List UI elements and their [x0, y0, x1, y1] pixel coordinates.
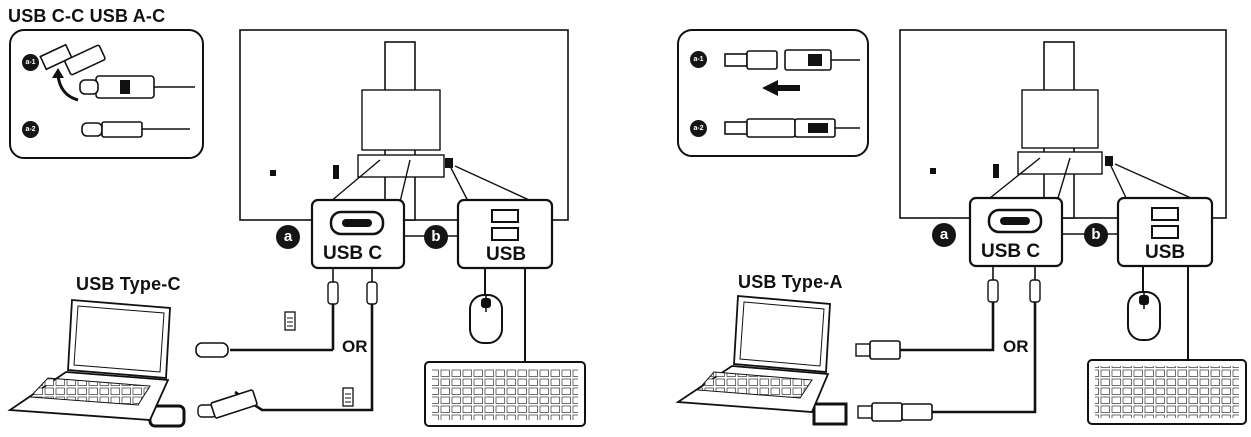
- usb-a-plug-icon: [857, 402, 933, 422]
- battery-icon: [284, 311, 296, 331]
- arrow-icon: [56, 74, 79, 102]
- badge-a: a: [932, 223, 956, 247]
- mouse-icon: [469, 294, 503, 344]
- usb-a-port-icon: [1151, 207, 1179, 221]
- usb-a-plug-icon: [724, 118, 860, 138]
- callout-line: [454, 165, 541, 206]
- adapter-icon: [784, 49, 860, 71]
- monitor-icon: [899, 29, 1227, 219]
- callout-line: [329, 159, 381, 203]
- arrow-head: [52, 68, 64, 78]
- or-label: OR: [1003, 337, 1029, 356]
- keyboard-icon: [1087, 359, 1247, 425]
- usb-c-port-label: USB C: [323, 243, 383, 264]
- usb-a-port-icon: [491, 209, 519, 223]
- badge-b: b: [1084, 223, 1108, 247]
- callout-line: [449, 165, 471, 206]
- source-label: USB Type-C: [76, 274, 181, 294]
- usb-port-label: USB: [486, 244, 527, 265]
- header-title: USB C-C USB A-C: [8, 6, 166, 26]
- adapter-icon: [95, 75, 195, 99]
- callout-line: [1057, 157, 1071, 199]
- laptop-icon: [7, 299, 171, 421]
- callout-line: [989, 157, 1041, 199]
- battery-icon: [342, 387, 354, 407]
- usb-c-port-label: USB C: [981, 241, 1041, 262]
- laptop-icon: [675, 295, 831, 413]
- badge-b: b: [424, 225, 448, 249]
- callout-line: [1109, 163, 1129, 203]
- usb-c-plug-icon: [79, 79, 99, 95]
- or-label: OR: [342, 337, 368, 356]
- step-badge-a1: a-1: [690, 51, 707, 68]
- usb-c-plug-icon: [930, 266, 1041, 414]
- usb-a-port-icon: [1151, 225, 1179, 239]
- usb-c-plug-icon: [195, 342, 229, 358]
- usb-c-port-slot: [342, 219, 372, 227]
- step-badge-a2: a-2: [22, 121, 39, 138]
- callout-line: [1114, 163, 1201, 203]
- usb-c-port-slot: [1000, 217, 1030, 225]
- usb-port-label: USB: [1145, 242, 1186, 263]
- usb-a-port-icon: [491, 227, 519, 241]
- badge-a: a: [276, 225, 300, 249]
- usb-c-plug-icon: [230, 268, 339, 352]
- usb-a-plug-icon: [39, 43, 106, 76]
- arrow-icon: [762, 80, 800, 96]
- usb-a-port-icon: [812, 402, 848, 426]
- monitor-icon: [239, 29, 569, 221]
- usb-a-plug-icon: [855, 340, 901, 360]
- usb-a-plug-icon: [724, 50, 778, 70]
- source-label: USB Type-A: [738, 272, 843, 292]
- adapter-icon: [197, 389, 258, 419]
- keyboard-icon: [424, 361, 586, 427]
- mouse-icon: [1127, 291, 1161, 341]
- step-badge-a1: a-1: [22, 54, 39, 71]
- usb-c-plug-icon: [900, 266, 999, 352]
- step-badge-a2: a-2: [690, 120, 707, 137]
- usb-c-plug-icon: [81, 121, 190, 138]
- callout-line: [399, 159, 411, 203]
